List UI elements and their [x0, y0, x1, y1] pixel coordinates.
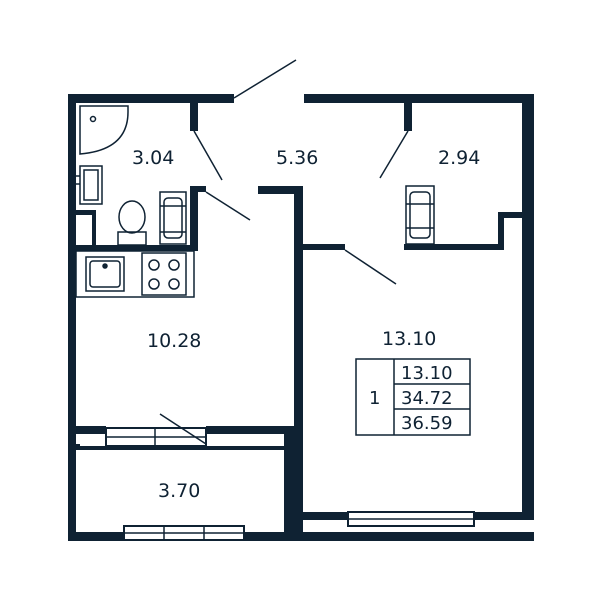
wall-closet-col — [92, 210, 96, 250]
living-area-value: 13.10 — [401, 363, 453, 384]
wall-top-left — [68, 94, 234, 103]
total-area-value: 34.72 — [401, 388, 453, 409]
wall-balcony-left — [68, 426, 72, 541]
wall-bath-right — [190, 186, 198, 250]
room-label-living-room: 13.10 — [382, 328, 436, 350]
room-label-bathroom: 3.04 — [132, 147, 174, 169]
kitchen-sink-icon — [85, 256, 125, 292]
kitchen-counter — [75, 250, 195, 298]
shower-icon — [79, 105, 129, 155]
room-label-wardrobe: 2.94 — [438, 147, 480, 169]
wall-wardrobe-bottom — [404, 244, 498, 250]
area-summary-table — [355, 358, 471, 436]
total-area-with-balcony-value: 36.59 — [401, 413, 453, 434]
wall-balcony-right — [284, 434, 288, 532]
wall-closet — [76, 210, 96, 215]
door-swing-icon — [159, 59, 409, 445]
wall-right — [522, 94, 534, 518]
room-label-kitchen: 10.28 — [147, 330, 201, 352]
sink-icon — [76, 165, 103, 205]
rooms-count: 1 — [369, 388, 380, 409]
stove-icon — [141, 252, 187, 296]
window-icon — [105, 427, 207, 447]
wall-wardrobe-right-col — [498, 212, 504, 250]
wall-wardrobe-right-edge — [498, 212, 522, 218]
wall-living-top — [303, 244, 345, 250]
toilet-icon — [117, 200, 147, 246]
radiator-icon — [405, 185, 435, 245]
wall-kitchen-right — [294, 186, 303, 426]
wall-bottom — [68, 532, 534, 541]
radiator-icon — [159, 191, 187, 245]
wall-bath-stub — [190, 103, 198, 131]
wall-balcony-top — [72, 446, 288, 450]
wall-hall-stub — [258, 186, 302, 194]
room-label-hallway: 5.36 — [276, 147, 318, 169]
window-icon — [347, 511, 475, 527]
wall-kitchen-bottom-left — [68, 426, 106, 434]
window-icon — [123, 525, 245, 541]
wall-kitchen-bottom-right — [206, 426, 303, 434]
wall-left — [68, 94, 76, 540]
wall-bath-bottom — [76, 245, 198, 251]
wall-gap-filler — [288, 434, 303, 532]
wall-wardrobe-stub — [404, 103, 412, 131]
room-label-balcony: 3.70 — [158, 480, 200, 502]
wall-top-right — [304, 94, 534, 103]
wall-bath-top-ledge — [198, 186, 206, 192]
